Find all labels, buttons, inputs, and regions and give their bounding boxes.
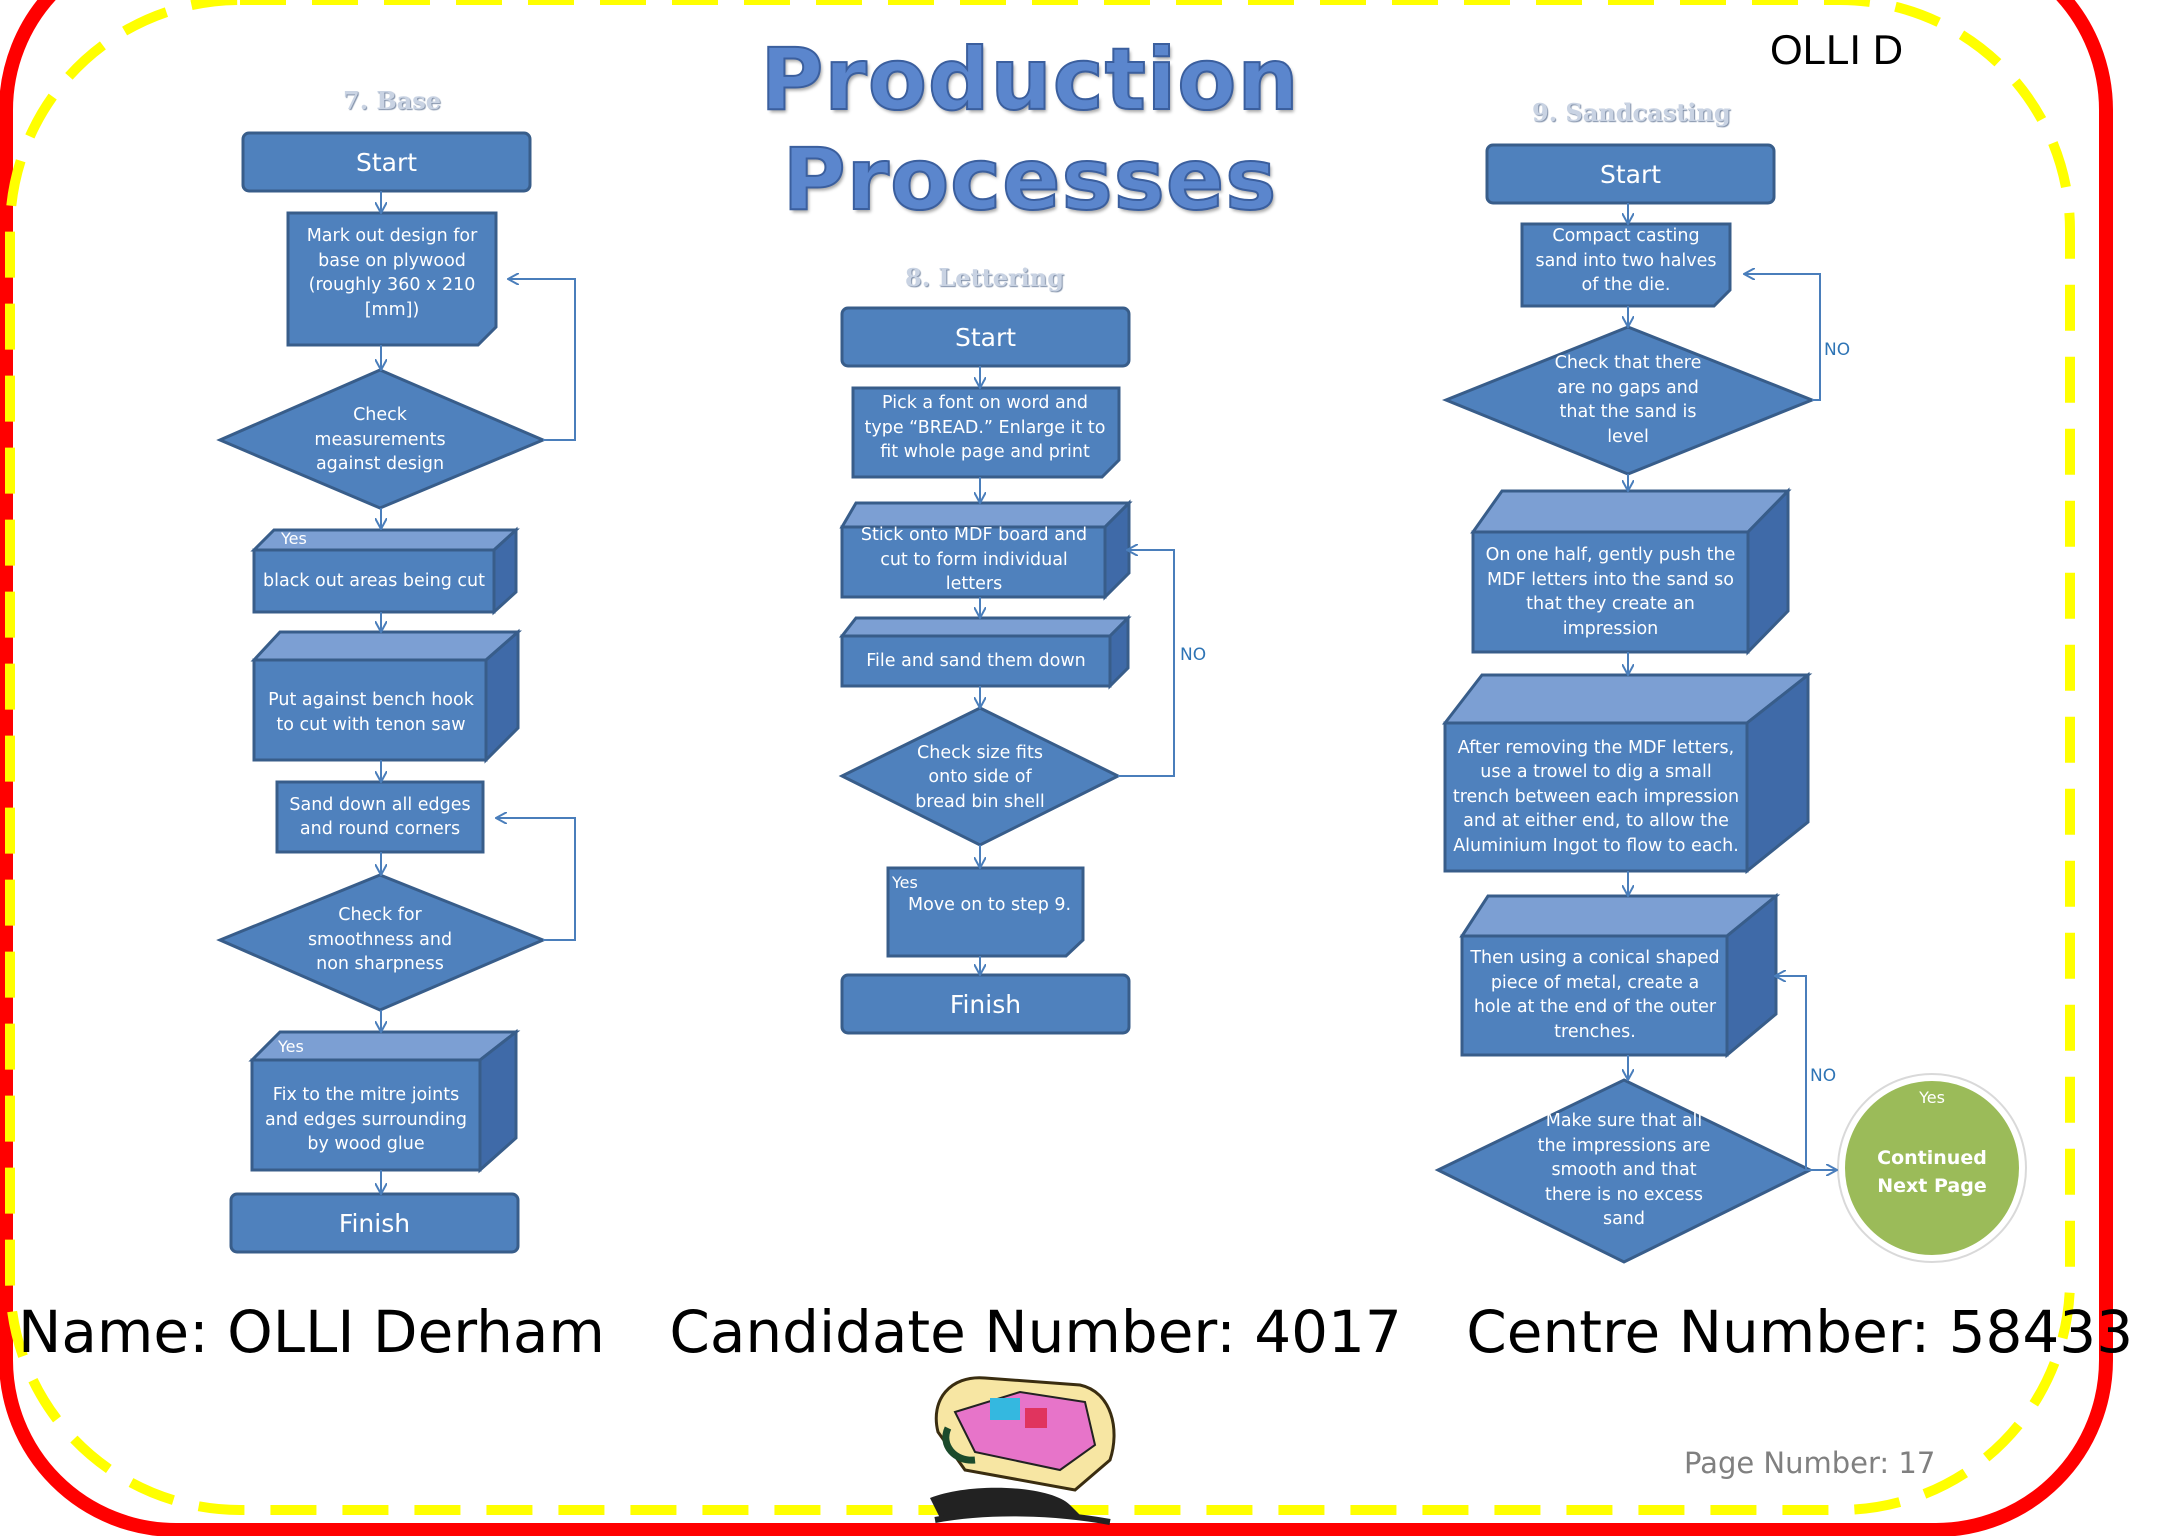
lettering-start-node bbox=[840, 306, 1131, 368]
lettering-file-node bbox=[838, 614, 1132, 690]
lettering-stick-node bbox=[839, 499, 1133, 601]
page-number: Page Number: 17 bbox=[1684, 1446, 1936, 1480]
base-benchhook-label: Put against bench hook to cut with tenon… bbox=[268, 690, 474, 735]
candidate-number: Candidate Number: 4017 bbox=[669, 1298, 1402, 1366]
candidate-name: Name: OLLI Derham bbox=[18, 1298, 605, 1366]
footer-info: Name: OLLI Derham Candidate Number: 4017… bbox=[18, 1298, 2133, 1366]
base-check-label: Check measurements against design bbox=[314, 405, 446, 475]
sand-start-label: Start bbox=[1599, 159, 1662, 189]
lettering-section-title: 8. Lettering bbox=[905, 263, 1064, 292]
author-initials: OLLI D bbox=[1770, 26, 1904, 73]
lettering-file-label: File and sand them down bbox=[866, 650, 1086, 671]
base-finish-node bbox=[229, 1192, 520, 1254]
sand-compact-label: Compact casting sand into two halves of … bbox=[1535, 226, 1717, 296]
sand-trowel-label: After removing the MDF letters, use a tr… bbox=[1452, 737, 1740, 856]
base-fix-node bbox=[248, 1028, 521, 1174]
lettering-moveon-label: Move on to step 9. bbox=[908, 895, 1072, 915]
base-sanddown-node bbox=[275, 780, 485, 854]
sand-conical-node bbox=[1459, 892, 1781, 1059]
continue-label: Continued Next Page bbox=[1877, 1147, 1987, 1197]
sand-compact-node bbox=[1520, 222, 1732, 308]
base-fix-label: Fix to the mitre joints and edges surrou… bbox=[265, 1085, 467, 1155]
lettering-start-label: Start bbox=[954, 322, 1017, 352]
lettering-finish-label: Finish bbox=[949, 989, 1022, 1019]
sand-trowel-node bbox=[1441, 671, 1813, 875]
sand-push-label: On one half, gently push the MDF letters… bbox=[1485, 545, 1736, 639]
base-finish-label: Finish bbox=[338, 1208, 411, 1238]
base-smooth-label: Check for smoothness and non sharpness bbox=[307, 905, 453, 975]
base-blackout-node bbox=[250, 526, 520, 616]
sand-smooth-label: Make sure that all the impressions are s… bbox=[1537, 1111, 1711, 1230]
lettering-stick-label: Stick onto MDF board and cut to form ind… bbox=[860, 525, 1088, 595]
sand-no-label-2: NO bbox=[1810, 1066, 1837, 1086]
flowchart-canvas bbox=[216, 131, 2027, 1264]
page-title: Production Processes bbox=[759, 29, 1300, 231]
sand-smooth-decision bbox=[1434, 1078, 1814, 1264]
base-start-label: Start bbox=[355, 147, 418, 177]
sandcasting-section-title: 9. Sandcasting bbox=[1532, 98, 1731, 127]
base-markout-label: Mark out design for base on plywood (rou… bbox=[306, 226, 478, 320]
base-yes-label-1: Yes bbox=[281, 529, 307, 548]
lettering-size-label: Check size fits onto side of bread bin s… bbox=[915, 742, 1045, 812]
centre-number: Centre Number: 58433 bbox=[1466, 1298, 2134, 1366]
base-sanddown-label: Sand down all edges and round corners bbox=[289, 794, 471, 840]
lettering-no-label: NO bbox=[1180, 645, 1207, 665]
base-markout-node bbox=[286, 211, 498, 347]
bread-bin-sketch-image bbox=[930, 1376, 1116, 1525]
page-border bbox=[0, 0, 2113, 1536]
lettering-moveon-node bbox=[886, 866, 1085, 958]
continue-circle bbox=[1839, 1075, 2025, 1261]
sand-conical-label: Then using a conical shaped piece of met… bbox=[1470, 948, 1720, 1042]
lettering-pickfont-label: Pick a font on word and type “BREAD.” En… bbox=[864, 393, 1106, 463]
continue-yes-label: Yes bbox=[1919, 1088, 1945, 1107]
lettering-yes-label: Yes bbox=[892, 873, 918, 892]
base-yes-label-2: Yes bbox=[278, 1037, 304, 1056]
sand-start-node bbox=[1485, 143, 1776, 205]
base-benchhook-node bbox=[250, 628, 522, 764]
lettering-pickfont-node bbox=[851, 386, 1121, 479]
sand-gaps-label: Check that there are no gaps and that th… bbox=[1554, 353, 1702, 447]
sand-push-node bbox=[1470, 487, 1792, 656]
sand-no-label-1: NO bbox=[1824, 340, 1851, 360]
base-blackout-label: black out areas being cut bbox=[262, 570, 485, 591]
base-start-node bbox=[241, 131, 532, 193]
base-section-title: 7. Base bbox=[343, 86, 442, 115]
